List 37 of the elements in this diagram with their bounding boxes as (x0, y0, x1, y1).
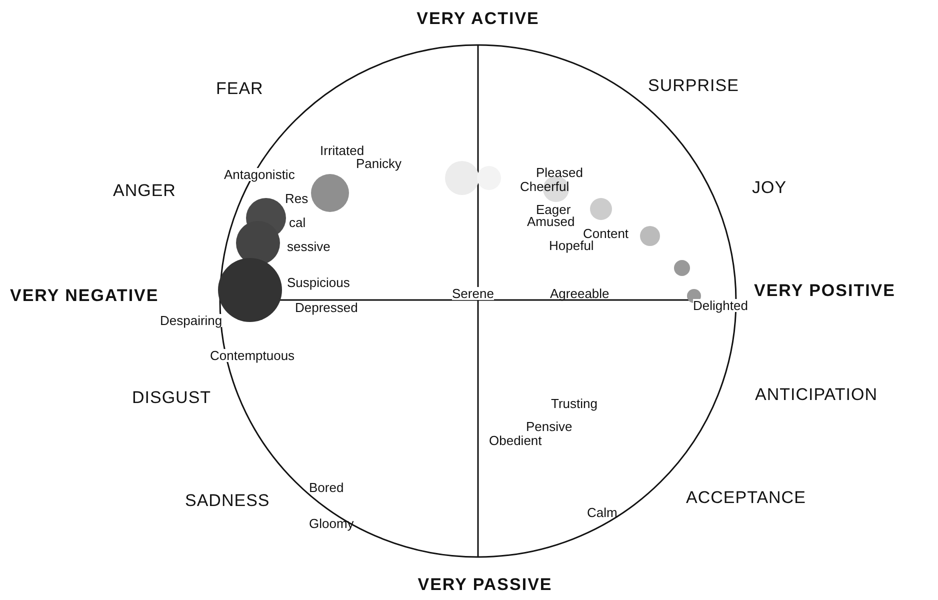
emotion-word: Content (583, 227, 629, 240)
axis-label: VERY POSITIVE (754, 282, 896, 299)
emotion-word: Contemptuous (210, 349, 295, 362)
emotion-word: Depressed (295, 301, 358, 314)
emotion-word: Pleased (536, 166, 583, 179)
emotion-word: Gloomy (309, 517, 354, 530)
emotion-word: Obedient (489, 434, 542, 447)
axis-label: VERY ACTIVE (416, 10, 540, 27)
emotion-category: ACCEPTANCE (686, 489, 806, 506)
emotion-category: DISGUST (132, 389, 212, 406)
axis-label: VERY NEGATIVE (10, 287, 159, 304)
emotion-word: cal (289, 216, 306, 229)
emotion-category: ANTICIPATION (755, 386, 878, 403)
emotion-word: Eager (536, 203, 571, 216)
emotion-category: JOY (752, 179, 787, 196)
emotion-word: Irritated (320, 144, 364, 157)
emotion-word: Res (285, 192, 308, 205)
emotion-word: Serene (452, 287, 494, 300)
emotion-word: Agreeable (550, 287, 610, 300)
emotion-word: sessive (287, 240, 330, 253)
emotion-word: Bored (309, 481, 344, 494)
emotion-word: Despairing (160, 314, 222, 327)
emotion-word: Pensive (526, 420, 572, 433)
emotion-word: Trusting (551, 397, 598, 410)
emotion-category: FEAR (216, 80, 264, 97)
emotion-word: Hopeful (549, 239, 594, 252)
emotion-word: Delighted (693, 299, 748, 312)
emotion-word: Cheerful (520, 180, 570, 193)
emotion-category: SURPRISE (648, 77, 739, 94)
emotion-word: Calm (587, 506, 618, 519)
emotion-word: Panicky (356, 157, 402, 170)
emotion-category: ANGER (113, 182, 176, 199)
emotion-word: Amused (527, 215, 575, 228)
emotion-category: SADNESS (185, 492, 270, 509)
emotion-word: Antagonistic (224, 168, 295, 181)
axis-label: VERY PASSIVE (418, 576, 552, 593)
emotion-word: Suspicious (287, 276, 350, 289)
